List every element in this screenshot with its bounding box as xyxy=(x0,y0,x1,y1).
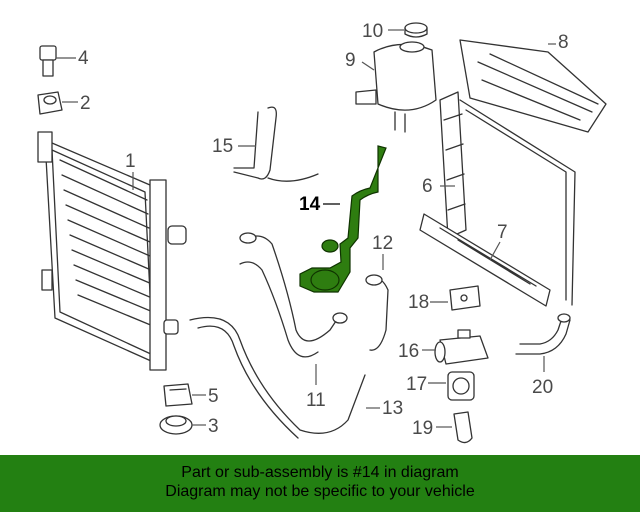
callout-9[interactable]: 9 xyxy=(345,50,356,71)
part-small-hose[interactable] xyxy=(515,313,571,355)
fitment-notice-banner: Part or sub-assembly is #14 in diagram D… xyxy=(0,455,640,512)
part-pump-bracket[interactable] xyxy=(447,371,475,401)
banner-line-disclaimer: Diagram may not be specific to your vehi… xyxy=(165,483,475,500)
part-14-highlighted-hose[interactable] xyxy=(299,145,387,293)
part-hose-clip[interactable] xyxy=(453,411,473,444)
parts-diagram: 1 2 3 4 5 6 7 8 xyxy=(37,21,607,444)
part-thermostat-hose[interactable] xyxy=(365,274,389,351)
part-water-pump[interactable] xyxy=(434,329,489,365)
callout-2[interactable]: 2 xyxy=(80,93,91,114)
part-radiator[interactable] xyxy=(37,131,187,371)
part-side-air-guide[interactable] xyxy=(439,91,467,239)
part-bushing[interactable] xyxy=(37,91,63,115)
callout-14[interactable]: 14 xyxy=(299,194,321,215)
callout-12[interactable]: 12 xyxy=(372,233,393,254)
callout-11[interactable]: 11 xyxy=(306,390,326,411)
part-air-duct-panel[interactable] xyxy=(459,39,607,133)
callout-16[interactable]: 16 xyxy=(398,341,419,362)
leader-7 xyxy=(489,241,501,261)
part-clip[interactable] xyxy=(39,45,57,77)
part-grommet[interactable] xyxy=(159,415,193,435)
callout-19[interactable]: 19 xyxy=(412,418,433,439)
part-expansion-tank[interactable] xyxy=(355,41,437,133)
part-radiator-hose-large[interactable] xyxy=(239,232,348,358)
part-mount[interactable] xyxy=(163,383,193,407)
callout-15[interactable]: 15 xyxy=(212,136,233,157)
callout-10[interactable]: 10 xyxy=(362,21,383,42)
callout-5[interactable]: 5 xyxy=(208,386,219,407)
part-lower-hose[interactable] xyxy=(189,316,366,439)
part-bypass-pipe[interactable] xyxy=(233,106,319,182)
part-lower-deflector[interactable] xyxy=(419,213,551,307)
callout-7[interactable]: 7 xyxy=(497,222,508,243)
callout-13[interactable]: 13 xyxy=(382,398,403,419)
callout-6[interactable]: 6 xyxy=(422,176,433,197)
callout-17[interactable]: 17 xyxy=(406,374,427,395)
callout-8[interactable]: 8 xyxy=(558,32,569,53)
callout-3[interactable]: 3 xyxy=(208,416,219,437)
part-radiator-support[interactable] xyxy=(459,99,576,306)
part-bracket[interactable] xyxy=(449,285,481,311)
leader-9 xyxy=(361,61,375,71)
banner-line-part-number: Part or sub-assembly is #14 in diagram xyxy=(181,464,459,481)
callout-1[interactable]: 1 xyxy=(125,151,136,172)
callout-4[interactable]: 4 xyxy=(78,48,89,69)
callout-18[interactable]: 18 xyxy=(408,292,429,313)
callout-20[interactable]: 20 xyxy=(532,377,553,398)
part-tank-cap[interactable] xyxy=(404,22,428,38)
